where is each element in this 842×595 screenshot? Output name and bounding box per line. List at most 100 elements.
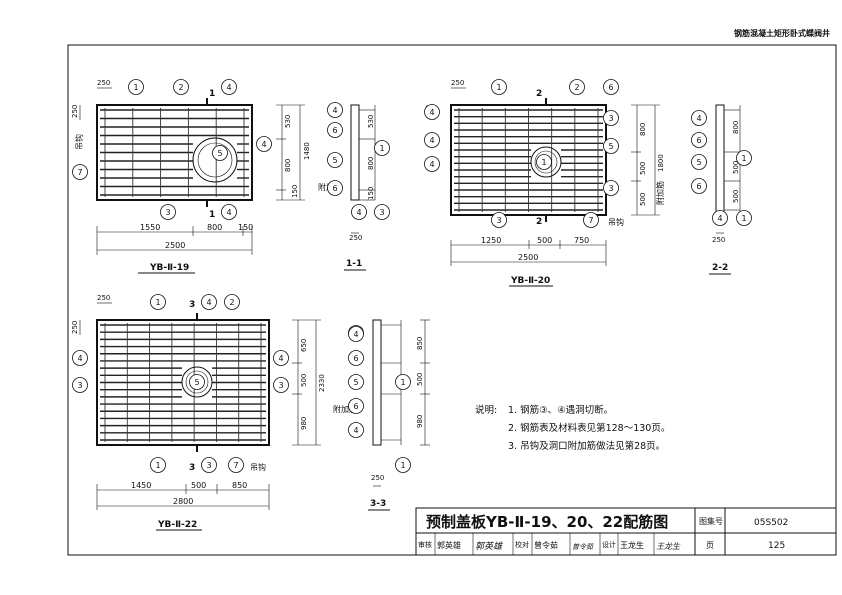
callout-bubble (273, 377, 289, 393)
callout-number: 4 (429, 108, 434, 117)
slab-outline (96, 104, 253, 201)
section-mark-3-bottom: 3 (189, 463, 195, 473)
label-yb22: YB-Ⅱ-22 (157, 520, 197, 530)
callout-number: 6 (696, 182, 701, 191)
dim-r3-sec22: 500 (732, 190, 740, 203)
callout-number: 7 (77, 168, 82, 177)
label-sec11: 1-1 (346, 259, 362, 269)
callout-bubble (201, 294, 217, 310)
dim-b1-yb20: 1250 (481, 236, 501, 245)
dim-btotal-yb20: 2500 (518, 253, 538, 262)
callout-number: 1 (379, 144, 384, 153)
callout-bubble (348, 350, 364, 366)
callout-number: 1 (541, 158, 546, 167)
callout-number: 4 (226, 83, 231, 92)
callout-bubble (395, 457, 411, 473)
callout-number: 3 (278, 381, 283, 390)
dim-r1-yb22: 650 (300, 339, 308, 352)
callout-bubble (224, 294, 240, 310)
callout-number: 1 (155, 298, 160, 307)
callout-bubble (212, 145, 228, 161)
callout-bubble (736, 210, 752, 226)
section-3-3: 850 500 980 附加筋 250 3-3 (333, 319, 430, 511)
callout-bubble (348, 422, 364, 438)
callout-bubble (348, 398, 364, 414)
callout-number: 4 (226, 208, 231, 217)
notes-block: 说明: 1. 钢筋③、④遇洞切断。 2. 钢筋表及材料表见第128～130页。 … (475, 404, 670, 452)
callout-bubble (691, 110, 707, 126)
checker-name: 曾令茹 (534, 540, 558, 550)
callout-number: 2 (574, 83, 579, 92)
callout-number: 4 (429, 136, 434, 145)
series-title: 钢筋混凝土矩形卧式蝶阀井 (734, 28, 830, 38)
dim-btotal-yb19: 2500 (165, 241, 185, 250)
dim-btotal-yb22: 2800 (173, 497, 193, 506)
label-yb20: YB-Ⅱ-20 (510, 276, 550, 286)
drawing-title: 预制盖板YB-Ⅱ-19、20、22配筋图 (426, 513, 668, 531)
dim-r1-yb20: 800 (639, 123, 647, 136)
callout-bubble (348, 374, 364, 390)
page-label: 页 (706, 541, 714, 550)
callout-bubble (327, 152, 343, 168)
callout-bubble (256, 136, 272, 152)
callout-bubble (128, 79, 144, 95)
title-block: 预制盖板YB-Ⅱ-19、20、22配筋图 图集号 05S502 审核 郭英雄 郭… (415, 507, 837, 556)
callout-bubble (603, 180, 619, 196)
callout-bubble (691, 178, 707, 194)
design-label: 设计 (602, 540, 616, 549)
callout-bubble (201, 457, 217, 473)
reviewer-signature: 郭英雄 (475, 541, 503, 552)
callout-number: 7 (588, 216, 593, 225)
callout-bubble (491, 212, 507, 228)
callout-number: 1 (741, 214, 746, 223)
callout-bubble (327, 180, 343, 196)
dim-r2-yb22: 500 (300, 374, 308, 387)
dim-rtotal-yb22: 2330 (318, 374, 326, 392)
dim-r3-sec33: 980 (416, 415, 424, 428)
opening-circle (192, 137, 238, 183)
dim-top-yb19: 250 (97, 79, 110, 87)
callout-number: 4 (206, 298, 211, 307)
callout-number: 2 (229, 298, 234, 307)
slab-outline (96, 319, 270, 446)
atlas-number: 05S502 (754, 518, 788, 528)
label-sec33: 3-3 (370, 499, 386, 509)
callout-bubble (374, 140, 390, 156)
note-1: 1. 钢筋③、④遇洞切断。 (508, 404, 613, 416)
callout-bubble (603, 79, 619, 95)
section-mark-3-top: 3 (189, 300, 195, 310)
callout-number: 3 (496, 216, 501, 225)
section-2-2: 800 500 500 250 2-2 (709, 104, 741, 275)
callout-number: 1 (400, 461, 405, 470)
callout-number: 2 (178, 83, 183, 92)
section-mark-1-top: 1 (209, 89, 215, 99)
callout-number: 4 (717, 214, 722, 223)
callout-number: 1 (133, 83, 138, 92)
dim-b-sec22: 250 (712, 236, 725, 244)
dim-r2-yb19: 800 (284, 159, 292, 172)
callout-bubble (273, 350, 289, 366)
dim-r1-yb19: 530 (284, 115, 292, 128)
opening-circle (181, 366, 213, 398)
dim-top-yb22: 250 (97, 294, 110, 302)
atlas-label: 图集号 (699, 516, 723, 526)
callout-bubble (150, 294, 166, 310)
callout-number: 3 (608, 114, 613, 123)
callout-number: 4 (332, 106, 337, 115)
dim-top-yb20: 250 (451, 79, 464, 87)
callout-bubble (72, 164, 88, 180)
callout-number: 7 (233, 461, 238, 470)
callout-number: 6 (332, 126, 337, 135)
review-label: 审核 (418, 540, 432, 549)
designer-signature: 王龙生 (656, 542, 681, 551)
dim-rtotal-yb19: 1480 (303, 142, 311, 160)
dim-b-sec11: 250 (349, 234, 362, 242)
callout-bubble (327, 122, 343, 138)
label-sec22: 2-2 (712, 263, 728, 273)
callout-bubble (160, 204, 176, 220)
callout-bubble (327, 102, 343, 118)
dim-b2-yb20: 500 (537, 236, 552, 245)
dim-r3-sec11: 150 (367, 187, 375, 200)
callout-bubble (395, 374, 411, 390)
